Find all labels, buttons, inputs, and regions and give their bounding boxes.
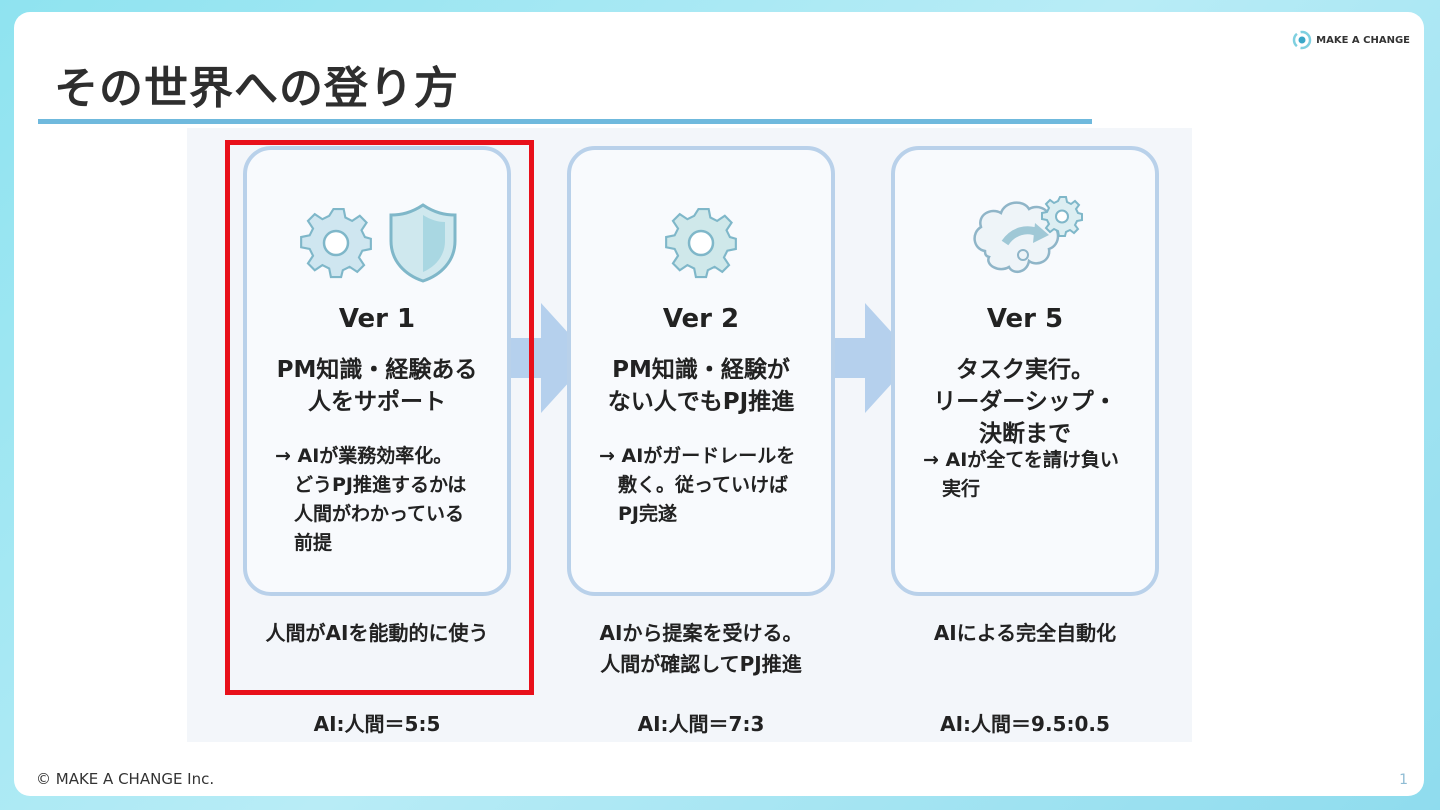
title-underline (38, 119, 1092, 124)
logo-text: MAKE A CHANGE (1316, 34, 1410, 46)
card-heading: PM知識・経験が ない人でもPJ推進 (607, 357, 795, 415)
shield-icon (389, 203, 457, 283)
card-ver2: Ver 2 PM知識・経験が ない人でもPJ推進 → AIがガードレールを 敷く… (567, 146, 835, 596)
card-icons (895, 196, 1155, 288)
company-logo: MAKE A CHANGE (1292, 30, 1410, 50)
copyright-footer: © MAKE A CHANGE Inc. (36, 770, 215, 788)
ai-human-ratio: AI:人間＝5:5 (313, 712, 441, 736)
card-version: Ver 1 (338, 304, 416, 334)
card-version: Ver 5 (986, 304, 1064, 334)
card-icons (247, 198, 507, 288)
card-ver5: Ver 5 タスク実行。 リーダーシップ・ 決断まで → AIが全てを請け負い … (891, 146, 1159, 596)
ai-human-ratio: AI:人間＝9.5:0.5 (940, 712, 1110, 736)
card-heading: PM知識・経験ある 人をサポート (276, 357, 478, 415)
card-ver1: Ver 1 PM知識・経験ある 人をサポート → AIが業務効率化。 どうPJ推… (243, 146, 511, 596)
card-caption: AIから提案を受ける。 人間が確認してPJ推進 (599, 621, 803, 676)
page-number: 1 (1399, 772, 1408, 788)
ai-human-ratio: AI:人間＝7:3 (637, 712, 765, 736)
arrow-right-icon (511, 303, 591, 413)
card-description: → AIが業務効率化。 どうPJ推進するかは 人間がわかっている 前提 (275, 445, 467, 554)
arrow-right-icon (835, 303, 915, 413)
card-description: → AIが全てを請け負い 実行 (923, 449, 1119, 500)
card-version: Ver 2 (662, 304, 740, 334)
card-icons (571, 198, 831, 288)
highlight-box (225, 140, 534, 695)
logo-icon (1292, 30, 1312, 50)
page-title: その世界への登り方 (54, 63, 459, 114)
card-caption: AIによる完全自動化 (933, 621, 1117, 645)
brain-icon (973, 196, 1083, 274)
version-diagram: Ver 1 PM知識・経験ある 人をサポート → AIが業務効率化。 どうPJ推… (187, 128, 1192, 742)
card-description: → AIがガードレールを 敷く。従っていけば PJ完遂 (599, 445, 796, 525)
card-caption: 人間がAIを能動的に使う (265, 621, 489, 645)
gear-icon (665, 207, 737, 279)
gear-icon (300, 207, 372, 279)
card-heading: タスク実行。 リーダーシップ・ 決断まで (933, 357, 1117, 447)
